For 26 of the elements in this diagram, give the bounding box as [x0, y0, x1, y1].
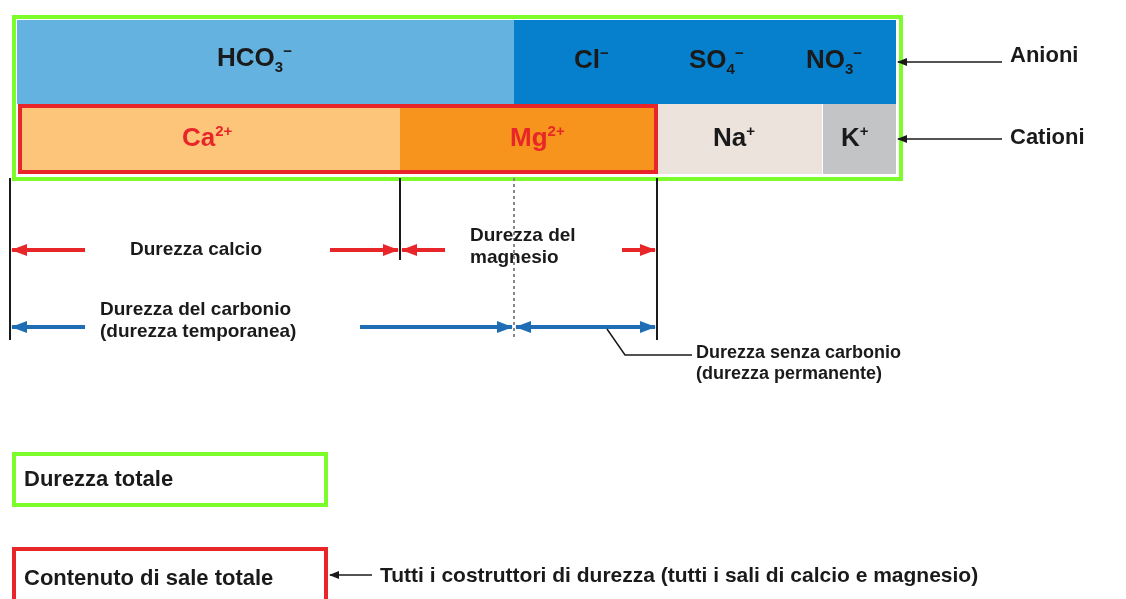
- ion-label: Mg$^{2+}$: [510, 122, 565, 153]
- arrow: [897, 58, 1003, 66]
- legend-box: Durezza totale: [12, 452, 328, 507]
- arrow: [897, 135, 1003, 143]
- potassium-band: [823, 104, 896, 174]
- note-text: Tutti i costruttori di durezza (tutti i sali di calcio e magnesio): [380, 563, 1125, 593]
- annotation-text: Durezza senza carbonio (durezza permanente): [696, 342, 976, 394]
- ion-label: K$^{+}$: [841, 122, 869, 153]
- ion-label: Na$^{+}$: [713, 122, 755, 153]
- dimension-text: Durezza del magnesio: [470, 224, 577, 268]
- sodium-band: [658, 104, 822, 174]
- leader-line: [606, 328, 693, 356]
- ion-label: Cl$^{−}$: [574, 44, 609, 75]
- ion-label: Ca$^{2+}$: [182, 122, 233, 153]
- bicarbonate-band: [17, 20, 514, 104]
- calcium-band: [22, 108, 400, 170]
- arrow: [329, 571, 373, 579]
- row-label: Cationi: [1010, 124, 1110, 152]
- hardness-salts-frame: [18, 104, 658, 174]
- anion-band: [514, 20, 896, 104]
- dimension-text: Durezza calcio: [130, 238, 263, 260]
- total-hardness-frame: [12, 15, 903, 181]
- dimension-text: Durezza del carbonio (durezza temporanea): [100, 298, 298, 342]
- magnesium-band: [400, 108, 654, 170]
- row-label: Anioni: [1010, 42, 1100, 70]
- legend-box: Contenuto di sale totale: [12, 547, 328, 599]
